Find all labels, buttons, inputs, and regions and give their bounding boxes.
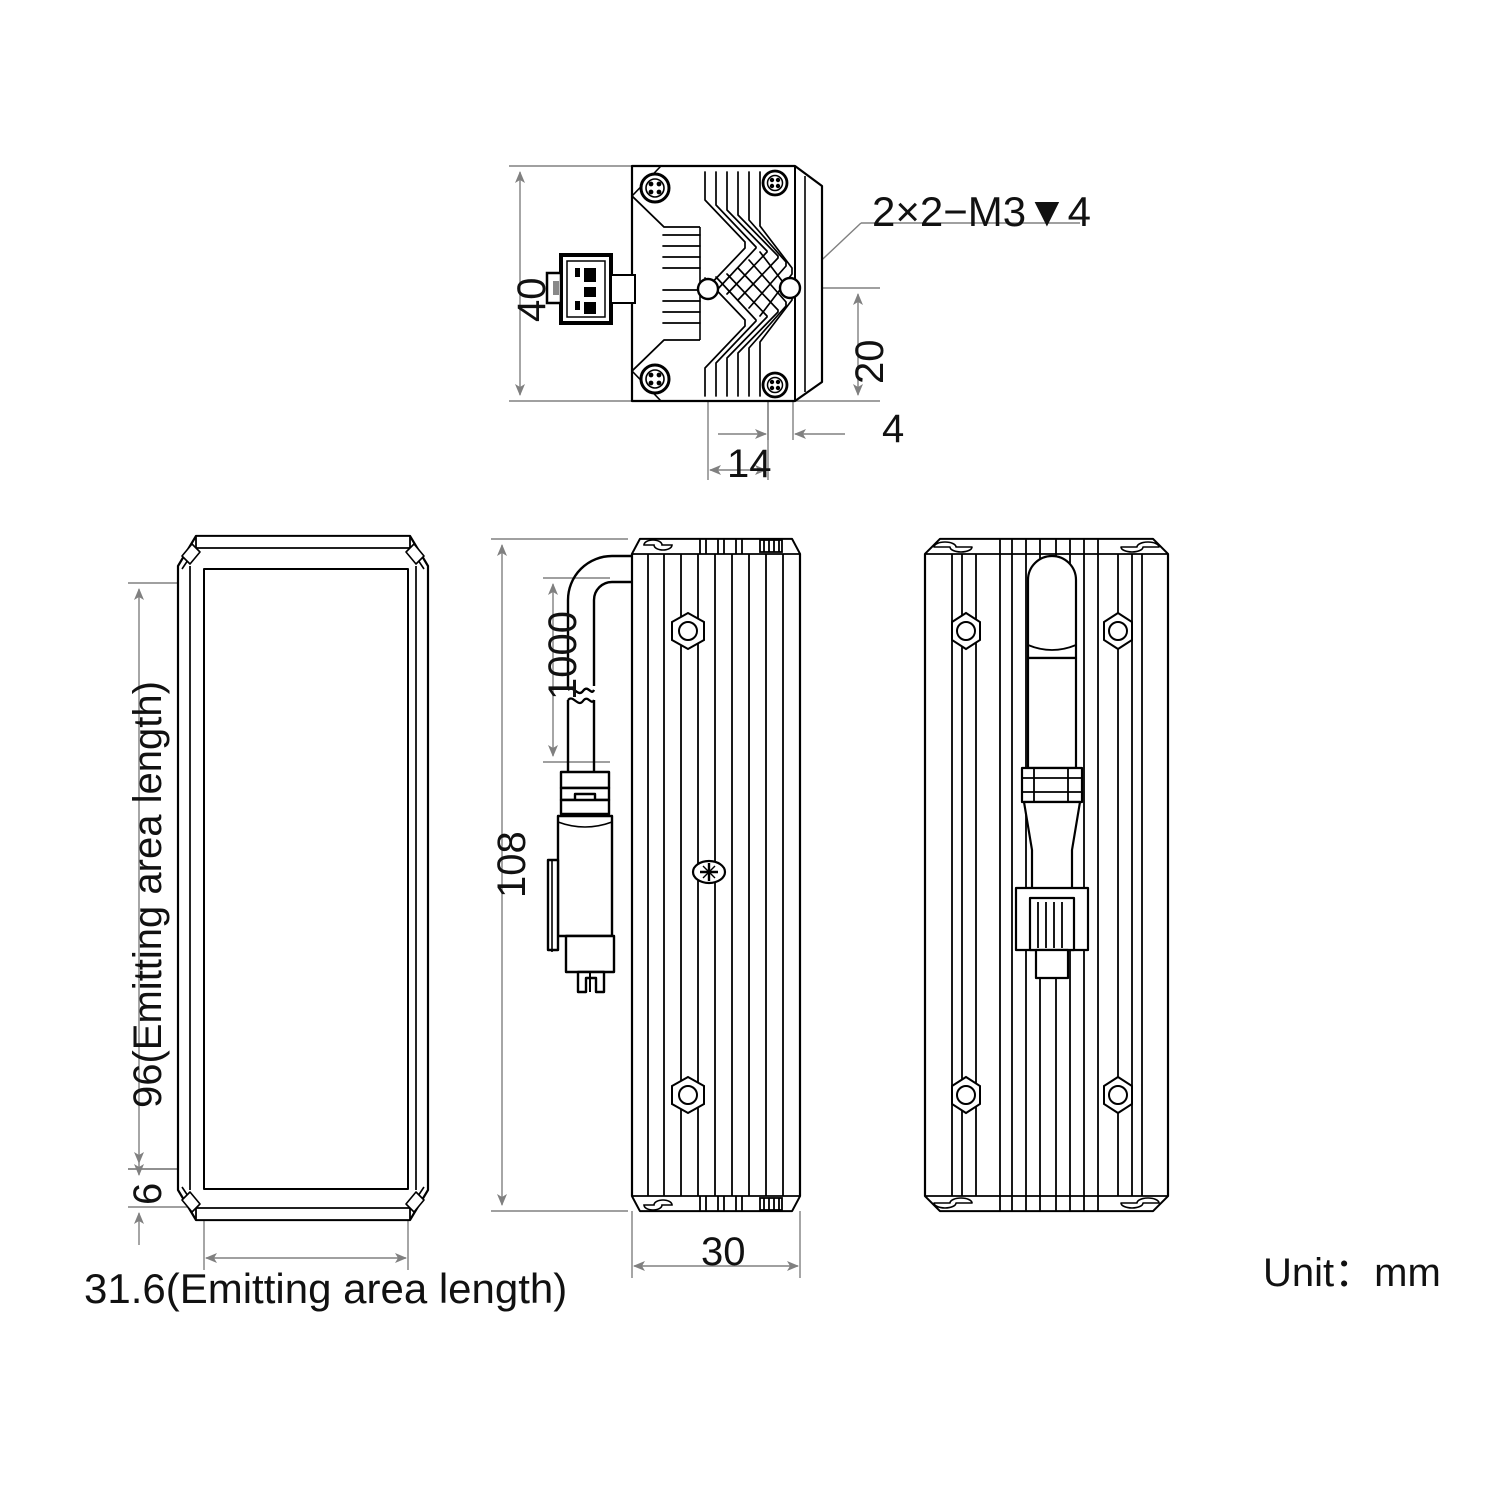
rear-view-fasteners	[951, 611, 1133, 1115]
rear-view-corner-relief-br	[1120, 1197, 1160, 1209]
rear-connector-collar	[1020, 766, 1084, 804]
connector-barrel	[556, 814, 614, 938]
front-view-bottom-band	[195, 1207, 411, 1221]
connector-pin-1	[584, 268, 596, 282]
connector-collar-upper	[559, 770, 611, 790]
connector-barrel-chamfer	[557, 821, 613, 828]
rear-connector-collar-grooves	[1022, 777, 1082, 793]
cable-break-symbol-2	[567, 697, 595, 705]
screw-top-left	[639, 172, 671, 204]
rear-connector-plug-window	[1028, 896, 1076, 952]
connector-key-2	[575, 301, 580, 310]
rear-view-corner-relief-bl	[933, 1197, 973, 1209]
dim-label-20: 20	[848, 339, 892, 385]
front-view-tab-tl	[181, 543, 201, 565]
cable-inner-curve	[592, 580, 632, 686]
callout-label-m3: 2×2−M3▼4	[872, 188, 1092, 235]
rear-view-bottom-face	[924, 1195, 1169, 1212]
rear-connector-body	[1022, 800, 1082, 892]
top-view-corner-bevel-bl	[631, 339, 700, 401]
side-view-fasteners	[671, 611, 727, 1115]
rear-connector-plug-contacts	[1037, 902, 1063, 948]
connector-collar-lower	[559, 798, 611, 816]
top-view-corner-screws	[639, 169, 789, 399]
side-cross-screw-centre	[691, 859, 727, 885]
connector-pin-2	[584, 287, 596, 297]
rear-view-corner-relief-tr	[1120, 541, 1160, 553]
connector-key-1	[575, 268, 580, 277]
mounting-hole-left	[696, 277, 720, 301]
cable-lower-run	[566, 700, 596, 772]
rear-view-top-face	[924, 538, 1169, 555]
top-view-mounting-holes	[696, 276, 802, 301]
screw-top-right	[761, 169, 789, 197]
side-hex-screw-bottom	[671, 1075, 705, 1115]
rear-hex-screw-tl	[951, 611, 981, 651]
dim-label-1000: 1000	[541, 611, 585, 700]
dim-label-6: 6	[126, 1182, 170, 1205]
side-hex-screw-top	[671, 611, 705, 651]
side-view-connector	[546, 770, 616, 994]
rear-connector-collar-ribs	[1033, 768, 1069, 802]
rear-hex-screw-bl	[951, 1075, 981, 1115]
rear-view-corner-relief-tl	[933, 541, 973, 553]
front-view-body	[176, 534, 430, 1222]
front-view-tab-tr	[405, 543, 425, 565]
connector-clip-arm	[546, 858, 560, 952]
rear-cable-top-cap	[1026, 554, 1078, 660]
dim-label-4: 4	[882, 407, 905, 451]
dim-label-30: 30	[701, 1230, 746, 1274]
cable-outer-curve	[566, 554, 632, 690]
connector-latch-slot	[553, 281, 559, 295]
dim-label-40: 40	[510, 277, 554, 323]
connector-plug-prongs	[576, 970, 606, 994]
side-view-cable	[566, 554, 632, 772]
dim-label-96: 96(Emitting area length)	[126, 681, 170, 1108]
connector-neck	[610, 274, 636, 304]
dim-label-14: 14	[727, 442, 772, 486]
rear-view-cable-assembly	[1014, 554, 1090, 980]
rear-connector-plug-tip	[1034, 948, 1070, 980]
rear-cable-run	[1026, 656, 1078, 770]
connector-plug-head	[564, 934, 616, 974]
connector-pin-3	[584, 302, 596, 314]
front-view-emitting-window	[203, 568, 409, 1190]
rear-hex-screw-br	[1103, 1075, 1133, 1115]
top-view-corner-bevel-tl	[631, 166, 700, 228]
rear-hex-screw-tr	[1103, 611, 1133, 651]
top-view-connector	[545, 253, 636, 325]
dim-label-108: 108	[490, 831, 534, 898]
front-view-top-band	[195, 535, 411, 549]
rear-cable-cap-seam	[1027, 644, 1077, 651]
dim-label-31-6: 31.6(Emitting area length)	[84, 1265, 568, 1312]
connector-collar-notch	[559, 786, 611, 802]
screw-bottom-right	[761, 371, 789, 399]
front-view-tab-bl	[181, 1191, 201, 1213]
unit-note: Unit：mm	[1263, 1251, 1441, 1295]
mounting-hole-right	[778, 276, 802, 300]
screw-bottom-left	[639, 363, 671, 395]
dimension-lines-layer	[128, 165, 1080, 1278]
top-view-body	[630, 164, 824, 403]
front-view-tab-br	[405, 1191, 425, 1213]
